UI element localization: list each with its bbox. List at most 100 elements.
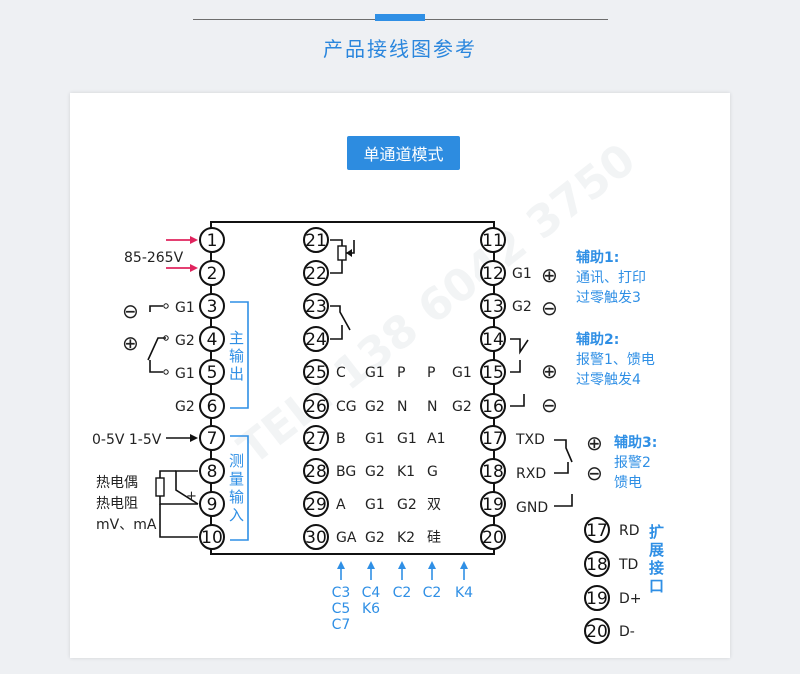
terminal-number: 14 bbox=[482, 330, 504, 350]
grid-cell-c2: G2 bbox=[365, 464, 385, 480]
terminal-4: 4 bbox=[199, 326, 225, 352]
terminal-number: 12 bbox=[482, 264, 504, 284]
expansion-title-char: 展 bbox=[649, 541, 664, 559]
grid-cell-c5: G1 bbox=[452, 365, 472, 381]
terminal-23: 23 bbox=[303, 293, 329, 319]
terminal-number: 1 bbox=[207, 231, 218, 251]
minus-circle-icon: ⊖ bbox=[586, 461, 603, 485]
pot-wire-bottom bbox=[330, 260, 343, 274]
grid-cell-c1: BG bbox=[336, 464, 356, 480]
voltage-input-arrowhead bbox=[190, 434, 198, 442]
voltage-input-label: 0-5V 1-5V bbox=[92, 432, 162, 448]
terminal-19: 19 bbox=[480, 491, 506, 517]
terminal-number: 4 bbox=[207, 330, 218, 350]
expansion-pin-label: D+ bbox=[619, 591, 642, 607]
bottom-arrow-label: C4 bbox=[362, 585, 381, 601]
terminal-circle bbox=[199, 260, 225, 286]
bottom-arrow-label: C3 bbox=[332, 585, 351, 601]
gnd-label: GND bbox=[516, 500, 548, 516]
terminal-circle bbox=[303, 491, 329, 517]
terminal-18: 18 bbox=[480, 458, 506, 484]
terminal-circle bbox=[480, 359, 506, 385]
main-output-char: 输 bbox=[229, 347, 244, 365]
terminal-circle bbox=[480, 293, 506, 319]
terminal-27: 27 bbox=[303, 425, 329, 451]
measure-input-char: 输 bbox=[229, 488, 244, 506]
header-accent-bar bbox=[375, 14, 425, 21]
expansion-title-char: 接 bbox=[649, 559, 664, 577]
txd-label: TXD bbox=[515, 432, 545, 448]
terminal-2: 2 bbox=[199, 260, 225, 286]
expansion-title-char: 扩 bbox=[649, 523, 664, 541]
terminal-11: 11 bbox=[480, 227, 506, 253]
terminal-function-grid: CCGBBGAGAG1G2G1G2G1G2PNG1K1G2K2PNA1G双硅G1… bbox=[336, 365, 472, 546]
grid-cell-c1: GA bbox=[336, 530, 357, 546]
grid-cell-c1: A bbox=[336, 497, 346, 513]
main-output-char: 出 bbox=[229, 365, 244, 383]
terminal-circle bbox=[199, 491, 225, 517]
terminal-number: 21 bbox=[305, 231, 327, 251]
terminal-number: 27 bbox=[305, 429, 327, 449]
relay-23-24-blade bbox=[330, 305, 351, 331]
single-channel-mode-button[interactable]: 单通道模式 bbox=[347, 136, 460, 170]
terminal-20: 20 bbox=[480, 524, 506, 550]
terminal-8: 8 bbox=[199, 458, 225, 484]
left-g1-label: G1 bbox=[175, 300, 195, 316]
minus-circle-icon: ⊖ bbox=[541, 296, 558, 320]
aux2-line2: 过零触发4 bbox=[576, 372, 641, 388]
terminal-16: 16 bbox=[480, 393, 506, 419]
terminal-circle bbox=[199, 326, 225, 352]
terminal-circle bbox=[303, 326, 329, 352]
main-output-char: 主 bbox=[229, 329, 244, 347]
right-g1-label: G1 bbox=[512, 266, 532, 282]
terminal-21: 21 bbox=[303, 227, 329, 253]
terminal-number: 24 bbox=[305, 330, 327, 350]
terminal-5: 5 bbox=[199, 359, 225, 385]
power-arrowhead-2 bbox=[190, 264, 198, 272]
terminal-number: 5 bbox=[207, 363, 218, 383]
terminal-number: 2 bbox=[207, 264, 218, 284]
left-g2-label: G2 bbox=[175, 333, 195, 349]
aux2-title: 辅助2: bbox=[576, 331, 619, 348]
page-title: 产品接线图参考 bbox=[323, 37, 477, 61]
terminal-block-outline bbox=[210, 221, 495, 555]
terminal-number: 11 bbox=[482, 231, 504, 251]
terminal-number: 22 bbox=[305, 264, 327, 284]
bottom-arrow-group: C2 bbox=[393, 561, 411, 601]
minus-circle-icon: ⊖ bbox=[541, 393, 558, 417]
plus-circle-icon: ⊕ bbox=[122, 331, 139, 355]
terminal-24: 24 bbox=[303, 326, 329, 352]
expansion-pin-circle bbox=[584, 585, 610, 611]
terminal-25: 25 bbox=[303, 359, 329, 385]
terminal-circle bbox=[199, 458, 225, 484]
terminal-22: 22 bbox=[303, 260, 329, 286]
expansion-pin-number: 17 bbox=[586, 521, 608, 541]
terminal-circle bbox=[480, 393, 506, 419]
terminal-circle bbox=[199, 227, 225, 253]
aux1-line1: 通讯、打印 bbox=[576, 269, 646, 286]
expansion-pin-number: 20 bbox=[586, 622, 608, 642]
terminal-10: 10 bbox=[199, 524, 225, 550]
expansion-pin-label: D- bbox=[619, 624, 635, 640]
relay-wire-g1 bbox=[149, 305, 163, 312]
minus-circle-icon: ⊖ bbox=[122, 299, 139, 323]
terminal-29: 29 bbox=[303, 491, 329, 517]
grid-cell-c2: G1 bbox=[365, 431, 385, 447]
bottom-arrow-group: C2 bbox=[423, 561, 442, 601]
terminal-number: 20 bbox=[482, 528, 504, 548]
potentiometer-icon bbox=[337, 245, 347, 261]
terminal-circle bbox=[199, 425, 225, 451]
plus-circle-icon: ⊕ bbox=[541, 359, 558, 383]
grid-cell-c1: C bbox=[336, 365, 346, 381]
aux2-line1: 报警1、馈电 bbox=[576, 352, 655, 368]
bottom-arrow-label: C2 bbox=[423, 585, 442, 601]
terminal-circle bbox=[480, 227, 506, 253]
aux3-line2: 馈电 bbox=[614, 475, 642, 491]
terminal-circle bbox=[303, 227, 329, 253]
